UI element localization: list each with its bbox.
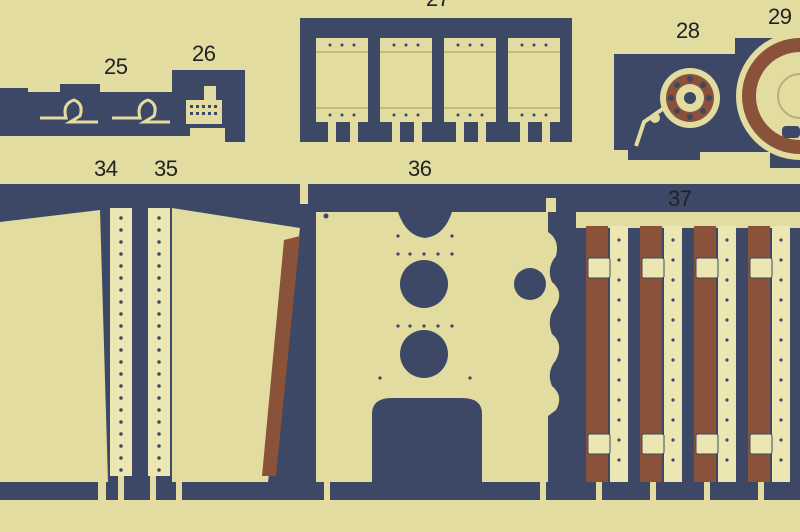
part-26-panel: [186, 86, 222, 124]
part-label-28: 28: [676, 18, 700, 43]
part-36-rivets: [323, 213, 472, 380]
part-label-29: 29: [768, 4, 792, 29]
part-34-panel: [0, 210, 108, 482]
part-36-bottom-arch: [372, 398, 482, 482]
part-37-rivets: [617, 238, 783, 462]
part-25-hooks: [40, 98, 170, 124]
part-27-rivets: [328, 43, 548, 117]
part-37-clips: [587, 257, 773, 455]
part-label-35: 35: [154, 156, 178, 181]
cutout-25-26: [0, 70, 245, 142]
cutout-37-frame: [576, 212, 800, 228]
part-35-copper-edge: [262, 236, 300, 476]
part-35-rivets: [157, 216, 161, 472]
part-37-sprues: [596, 482, 764, 500]
part-label-36: 36: [408, 156, 432, 181]
part-36-hole-side: [514, 268, 546, 300]
part-36-hole-upper: [400, 260, 448, 308]
part-label-27: 27: [426, 0, 450, 10]
part-label-37: 37: [668, 186, 692, 211]
part-35-rivet-strip: [148, 208, 170, 476]
part-label-26: 26: [192, 41, 216, 66]
part-37-links: [586, 226, 790, 482]
part-34-rivets: [119, 216, 123, 472]
bottom-sprue-strip: [0, 500, 800, 532]
part-29-disc: [736, 32, 800, 160]
part-36-top-notch: [398, 212, 452, 238]
part-34-rivet-strip: [110, 208, 132, 476]
part-28-ring: [634, 68, 720, 147]
part-label-25: 25: [104, 54, 128, 79]
part-27-panel-lines: [316, 51, 560, 109]
part-label-34: 34: [94, 156, 118, 181]
part-36-hole-lower: [400, 330, 448, 378]
